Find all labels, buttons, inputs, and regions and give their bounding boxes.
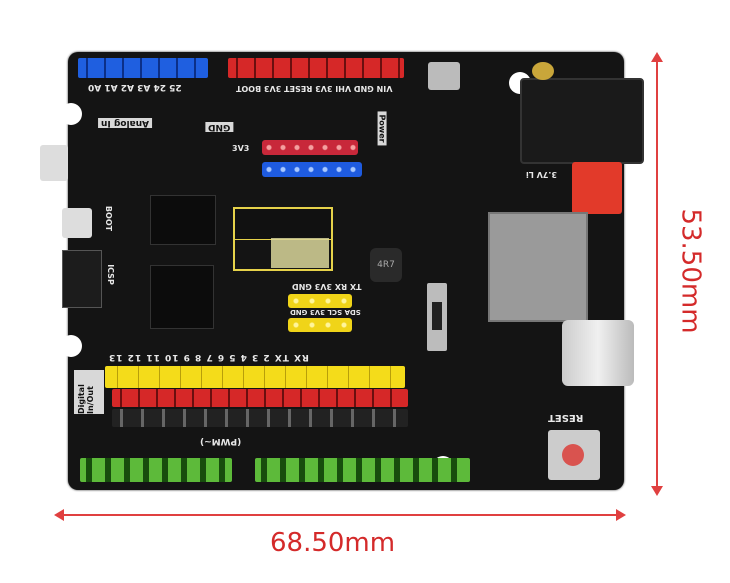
sd-card-slot [488,212,588,322]
3v3-pin-row [262,140,358,155]
signal-pin-row [262,162,362,177]
green-header-left [80,458,232,482]
usb-c-port [562,320,634,386]
reset-label: RESET [548,412,584,423]
height-dimension-label: 53.50mm [675,208,706,334]
dc-jack [520,78,644,164]
digital-io-label: Digital In/Out [74,370,104,414]
arrow-right-icon [616,509,626,521]
i2c-pins [288,318,352,332]
analog-in-label: Analog In [98,118,153,128]
uart-labels: TX RX 3V3 GND [292,282,362,291]
battery-label: 3.7V Li [526,170,557,179]
width-dimension-line [58,514,620,516]
battery-connector [572,162,622,214]
digital-gnd-header [112,409,408,427]
i2c-connector [40,145,68,181]
icsp-header [62,250,102,308]
inductor: 4R7 [370,248,402,282]
solder-pad [532,62,554,80]
switch-knob[interactable] [432,302,442,330]
uart-pins [288,294,352,308]
icsp-label: ICSP [105,264,115,285]
mcu-chip [150,265,214,329]
mounting-hole [60,335,82,357]
arrow-up-icon [651,52,663,62]
power-pin-labels: VIN GND VHI 3V3 RESET 3V3 BOOT [236,84,393,93]
power-switch[interactable] [428,62,460,90]
power-header [228,58,404,78]
analog-pin-labels: 25 24 A3 A2 A1 A0 [88,82,182,92]
boot-label: BOOT [104,205,114,232]
pwm-label: (PWM~) [200,436,242,446]
arrow-left-icon [54,509,64,521]
digital-pin-labels: RX TX 2 3 4 5 6 7 8 9 10 11 12 13 [108,352,309,362]
flash-chip [150,195,216,245]
height-dimension-line [656,56,658,488]
gnd-label: GND [205,122,234,132]
i2c-labels: SDA SCL 3V3 GND [290,308,361,316]
analog-header [78,58,208,78]
boot-button[interactable] [62,208,92,238]
digital-3v3-header [112,389,408,407]
digital-signal-header [105,366,405,388]
arrow-down-icon [651,486,663,496]
power-label: Power [377,111,387,146]
reset-cap[interactable] [562,444,584,466]
v33-label: 3V3 [232,144,250,153]
width-dimension-label: 68.50mm [270,528,396,558]
display-panel [271,238,329,268]
green-header-right [255,458,470,482]
mounting-hole [60,103,82,125]
